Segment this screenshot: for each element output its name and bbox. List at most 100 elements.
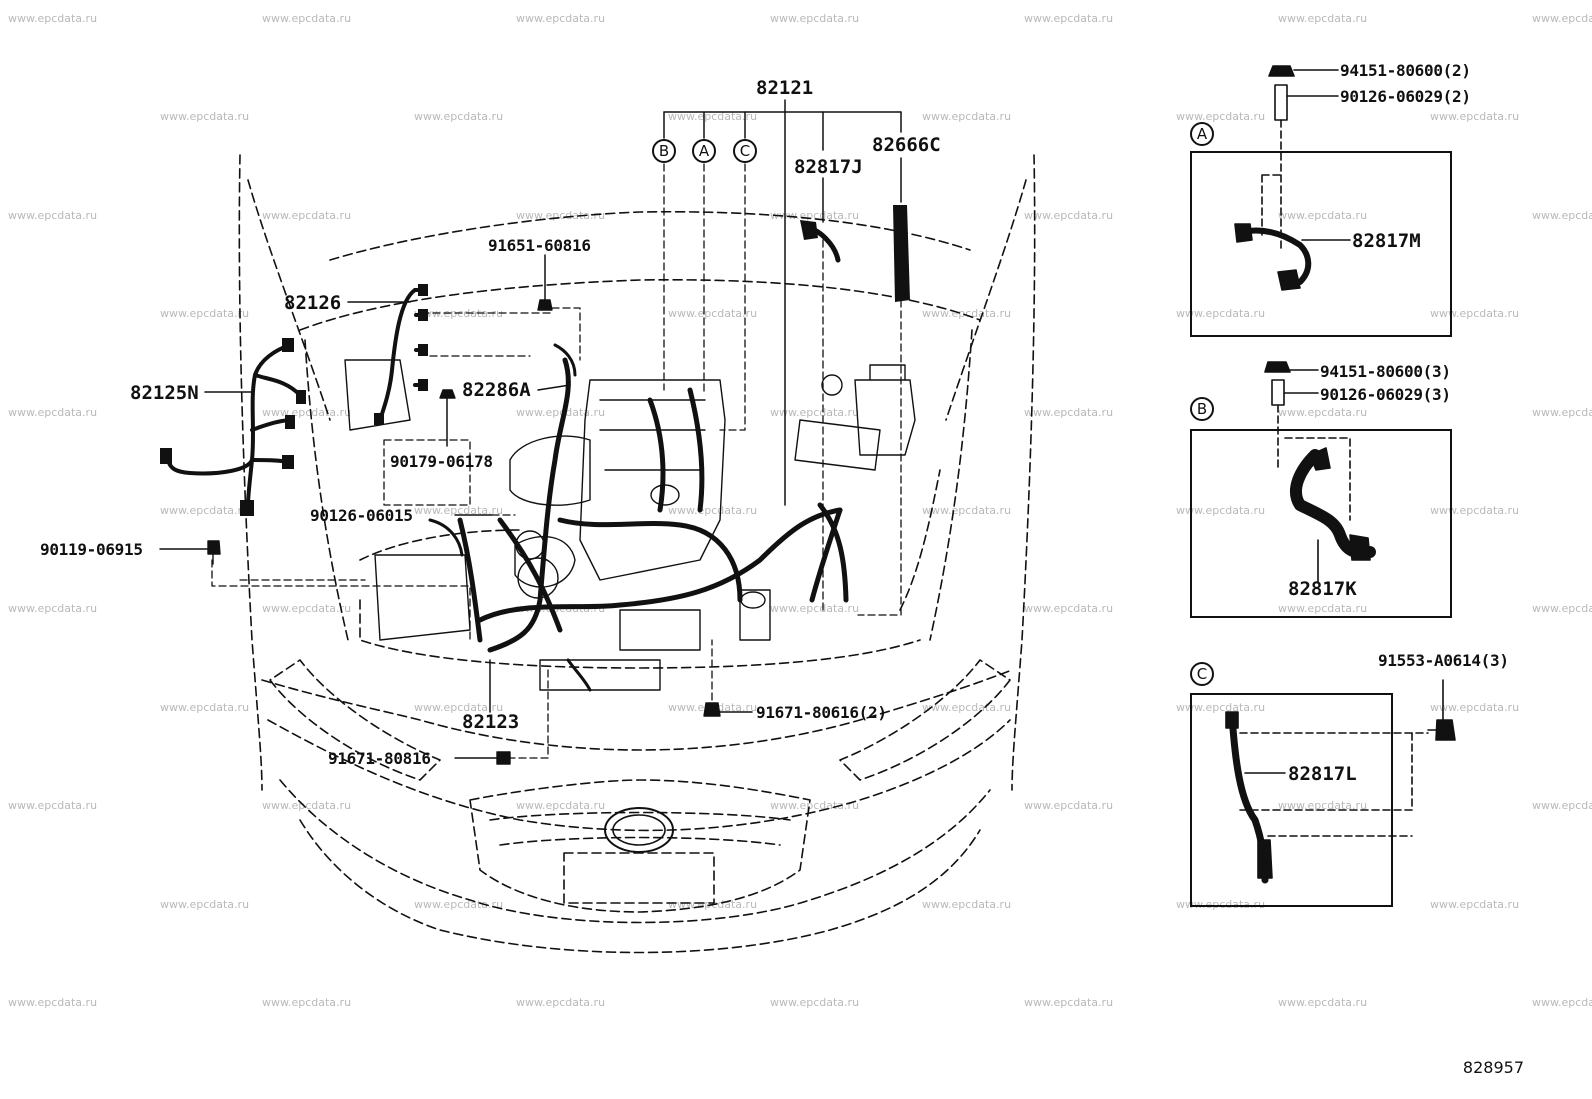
watermark-text: www.epcdata.ru bbox=[1024, 12, 1114, 25]
detail-a-callout: A bbox=[1190, 122, 1214, 146]
watermark-text: www.epcdata.ru bbox=[1278, 799, 1368, 812]
leader-lines bbox=[159, 99, 902, 759]
part-label-82123[interactable]: 82123 bbox=[462, 711, 520, 733]
watermark-text: www.epcdata.ru bbox=[1430, 307, 1520, 320]
detail-a-drawing bbox=[1234, 65, 1351, 291]
watermark-text: www.epcdata.ru bbox=[262, 12, 352, 25]
watermark-text: www.epcdata.ru bbox=[770, 12, 860, 25]
harness-82125N bbox=[166, 343, 302, 507]
part-label-90179-06178[interactable]: 90179-06178 bbox=[390, 452, 493, 471]
watermark-text: www.epcdata.ru bbox=[770, 209, 860, 222]
watermark-text: www.epcdata.ru bbox=[668, 110, 758, 123]
watermark-text: www.epcdata.ru bbox=[516, 12, 606, 25]
part-label-82121[interactable]: 82121 bbox=[756, 77, 814, 99]
watermark-text: www.epcdata.ru bbox=[262, 406, 352, 419]
watermark-text: www.epcdata.ru bbox=[1430, 898, 1520, 911]
part-label-82817M[interactable]: 82817M bbox=[1352, 230, 1421, 252]
watermark-text: www.epcdata.ru bbox=[1532, 996, 1592, 1009]
part-label-82126[interactable]: 82126 bbox=[284, 292, 342, 314]
watermark-text: www.epcdata.ru bbox=[8, 406, 98, 419]
watermark-text: www.epcdata.ru bbox=[1532, 12, 1592, 25]
watermark-text: www.epcdata.ru bbox=[1024, 996, 1114, 1009]
reference-lines bbox=[211, 163, 902, 759]
watermark-text: www.epcdata.ru bbox=[1430, 110, 1520, 123]
watermark-text: www.epcdata.ru bbox=[516, 799, 606, 812]
watermark-text: www.epcdata.ru bbox=[1176, 504, 1266, 517]
watermark-text: www.epcdata.ru bbox=[1024, 209, 1114, 222]
detail-b-drawing bbox=[1264, 361, 1376, 583]
watermark-text: www.epcdata.ru bbox=[922, 307, 1012, 320]
part-label-94151-80600-b[interactable]: 94151-80600(3) bbox=[1320, 362, 1451, 381]
watermark-text: www.epcdata.ru bbox=[414, 701, 504, 714]
detail-box-b bbox=[1190, 429, 1452, 618]
harness-82666C bbox=[893, 205, 910, 302]
watermark-text: www.epcdata.ru bbox=[1176, 307, 1266, 320]
part-label-91671-80816[interactable]: 91671-80816 bbox=[328, 749, 431, 768]
watermark-text: www.epcdata.ru bbox=[668, 307, 758, 320]
watermark-text: www.epcdata.ru bbox=[1024, 406, 1114, 419]
part-label-82286A[interactable]: 82286A bbox=[462, 379, 531, 401]
callout-b: B bbox=[652, 139, 676, 163]
watermark-text: www.epcdata.ru bbox=[770, 996, 860, 1009]
watermark-text: www.epcdata.ru bbox=[8, 209, 98, 222]
part-label-90119-06915[interactable]: 90119-06915 bbox=[40, 540, 143, 559]
watermark-text: www.epcdata.ru bbox=[1430, 504, 1520, 517]
diagram-code: 828957 bbox=[1462, 1058, 1524, 1077]
part-label-91671-80616[interactable]: 91671-80616(2) bbox=[756, 703, 887, 722]
watermark-text: www.epcdata.ru bbox=[1278, 12, 1368, 25]
part-label-82817K[interactable]: 82817K bbox=[1288, 578, 1357, 600]
part-label-91651-60816[interactable]: 91651-60816 bbox=[488, 236, 591, 255]
watermark-text: www.epcdata.ru bbox=[414, 110, 504, 123]
watermark-text: www.epcdata.ru bbox=[1278, 996, 1368, 1009]
part-label-94151-80600-a[interactable]: 94151-80600(2) bbox=[1340, 61, 1471, 80]
callout-a: A bbox=[692, 139, 716, 163]
watermark-text: www.epcdata.ru bbox=[516, 406, 606, 419]
watermark-text: www.epcdata.ru bbox=[8, 799, 98, 812]
watermark-text: www.epcdata.ru bbox=[1176, 110, 1266, 123]
part-label-82817J[interactable]: 82817J bbox=[794, 156, 863, 178]
watermark-text: www.epcdata.ru bbox=[1176, 898, 1266, 911]
detail-box-c bbox=[1190, 693, 1393, 907]
watermark-text: www.epcdata.ru bbox=[1532, 799, 1592, 812]
watermark-text: www.epcdata.ru bbox=[160, 701, 250, 714]
part-label-82817L[interactable]: 82817L bbox=[1288, 763, 1357, 785]
watermark-text: www.epcdata.ru bbox=[414, 898, 504, 911]
watermark-text: www.epcdata.ru bbox=[1532, 406, 1592, 419]
watermark-text: www.epcdata.ru bbox=[1176, 701, 1266, 714]
part-label-82125N[interactable]: 82125N bbox=[130, 382, 199, 404]
front-emblem bbox=[604, 807, 674, 853]
detail-c-drawing bbox=[1225, 679, 1456, 884]
watermark-text: www.epcdata.ru bbox=[770, 406, 860, 419]
detail-c-callout: C bbox=[1190, 662, 1214, 686]
watermark-text: www.epcdata.ru bbox=[1024, 602, 1114, 615]
fasteners-main bbox=[207, 299, 721, 765]
watermark-text: www.epcdata.ru bbox=[262, 602, 352, 615]
harness-82125N-connectors bbox=[160, 338, 306, 516]
watermark-text: www.epcdata.ru bbox=[414, 504, 504, 517]
watermark-text: www.epcdata.ru bbox=[1024, 799, 1114, 812]
wire-harness-main bbox=[457, 357, 849, 653]
part-label-90126-06015[interactable]: 90126-06015 bbox=[310, 506, 413, 525]
watermark-text: www.epcdata.ru bbox=[160, 307, 250, 320]
part-label-82666C[interactable]: 82666C bbox=[872, 134, 941, 156]
part-label-91553-A0614[interactable]: 91553-A0614(3) bbox=[1378, 651, 1509, 670]
watermark-text: www.epcdata.ru bbox=[8, 996, 98, 1009]
watermark-text: www.epcdata.ru bbox=[1532, 602, 1592, 615]
part-label-90126-06029-a[interactable]: 90126-06029(2) bbox=[1340, 87, 1471, 106]
watermark-text: www.epcdata.ru bbox=[8, 602, 98, 615]
watermark-text: www.epcdata.ru bbox=[922, 898, 1012, 911]
watermark-text: www.epcdata.ru bbox=[922, 110, 1012, 123]
detail-b-callout: B bbox=[1190, 397, 1214, 421]
watermark-text: www.epcdata.ru bbox=[262, 799, 352, 812]
watermark-text: www.epcdata.ru bbox=[1278, 406, 1368, 419]
watermark-text: www.epcdata.ru bbox=[262, 209, 352, 222]
watermark-text: www.epcdata.ru bbox=[160, 110, 250, 123]
watermark-text: www.epcdata.ru bbox=[770, 799, 860, 812]
watermark-text: www.epcdata.ru bbox=[1278, 209, 1368, 222]
watermark-text: www.epcdata.ru bbox=[1278, 602, 1368, 615]
watermark-text: www.epcdata.ru bbox=[262, 996, 352, 1009]
watermark-text: www.epcdata.ru bbox=[516, 209, 606, 222]
watermark-text: www.epcdata.ru bbox=[1532, 209, 1592, 222]
part-label-90126-06029-b[interactable]: 90126-06029(3) bbox=[1320, 385, 1451, 404]
